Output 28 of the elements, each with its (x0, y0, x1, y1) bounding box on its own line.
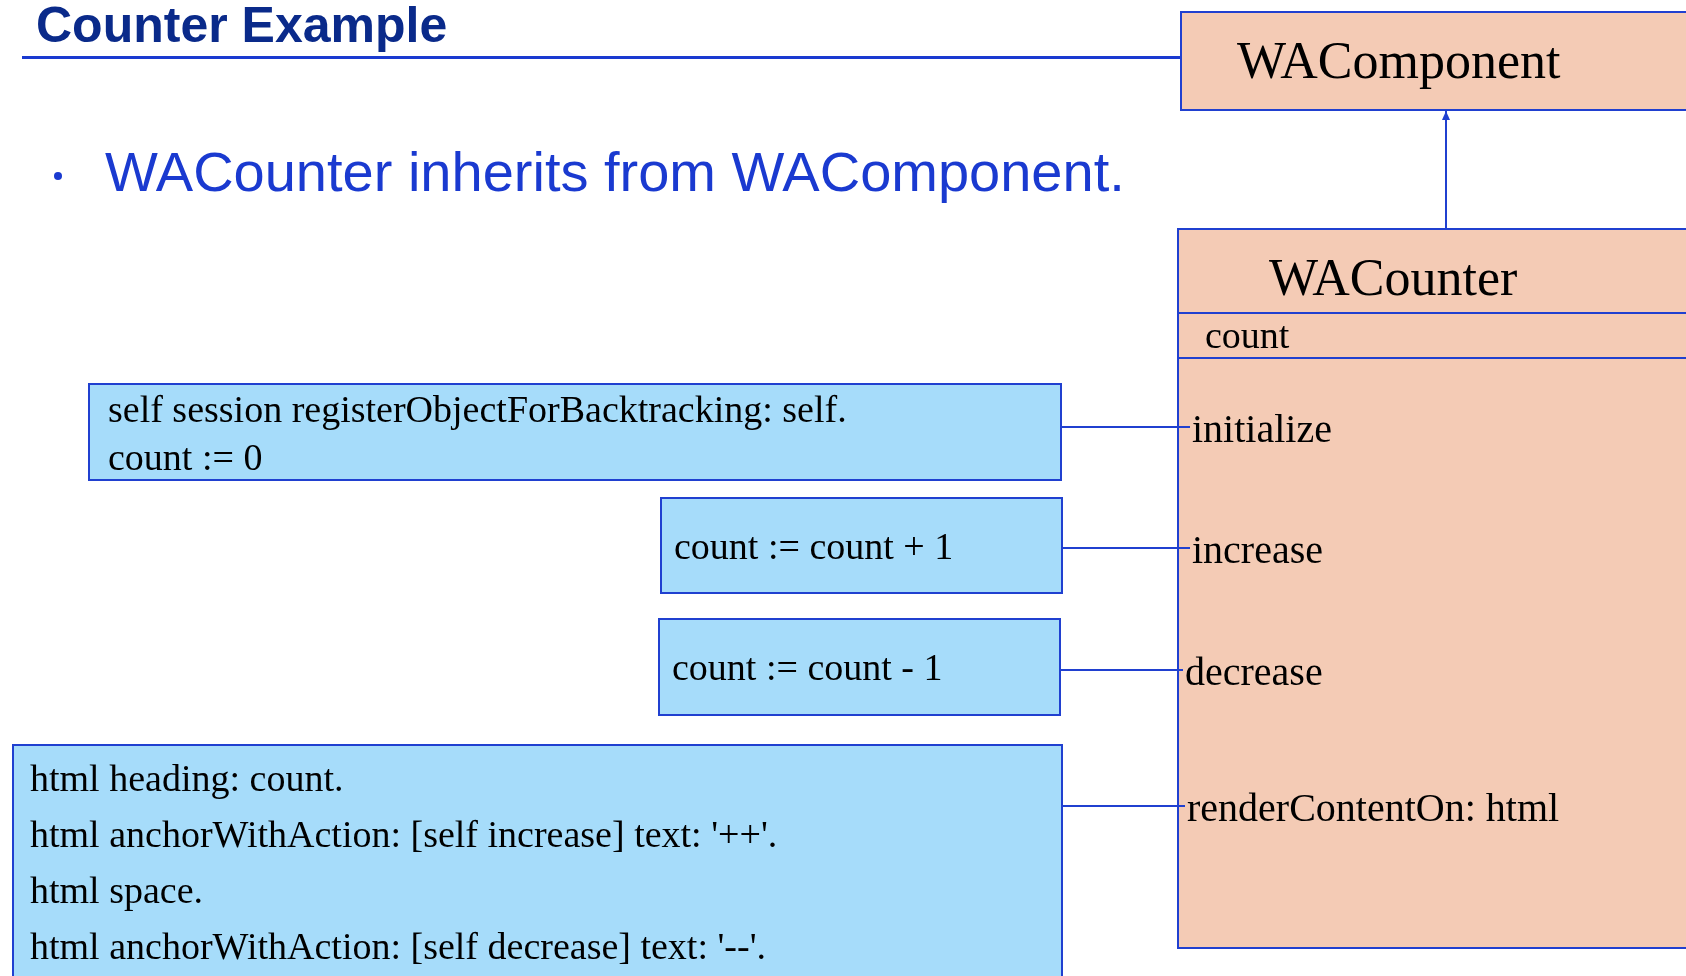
code-line: self session registerObjectForBacktracking: self. (108, 387, 848, 432)
code-line: count := count + 1 (674, 523, 955, 569)
method-name: decrease (1185, 648, 1323, 696)
code-box (658, 618, 1061, 716)
inheritance-arrow (1442, 110, 1450, 229)
code-line: html anchorWithAction: [self increase] text: '++'. (30, 812, 779, 857)
method-name: initialize (1192, 405, 1332, 453)
connector-line (1060, 669, 1184, 671)
code-line: html anchorWithAction: [self decrease] text: '--'. (30, 924, 767, 969)
connector-line (1062, 805, 1186, 807)
code-line: count := 0 (108, 435, 264, 480)
attribute-text: count (1205, 316, 1290, 354)
connector-line (1061, 426, 1191, 428)
class-name: WACounter (1269, 252, 1518, 304)
bullet-text: WACounter inherits from WAComponent. (105, 140, 1125, 204)
code-box (12, 744, 1063, 976)
method-name: increase (1192, 526, 1323, 574)
class-name: WAComponent (1237, 35, 1561, 87)
code-box (660, 497, 1063, 594)
class-box (1177, 228, 1686, 949)
connector-line (1062, 547, 1191, 549)
code-line: html heading: count. (30, 756, 345, 801)
slide-title: Counter Example (36, 0, 448, 50)
method-name: renderContentOn: html (1187, 784, 1560, 832)
code-line: html space. (30, 868, 205, 913)
code-box (88, 383, 1062, 481)
class-box (1180, 11, 1686, 111)
code-line: count := count - 1 (672, 645, 944, 690)
